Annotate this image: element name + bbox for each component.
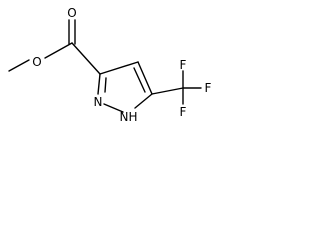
fluorine-right-label: F — [205, 81, 212, 95]
bond-c5-c4 — [137, 61, 153, 95]
bond-c5-c4-inner — [133, 67, 146, 93]
ring-nitrogen-label: N — [94, 95, 103, 109]
bond-carbonyl-ring — [71, 42, 101, 75]
nh-hydrogen-label: H — [128, 110, 137, 124]
bond-methyl-ester-oxygen — [8, 59, 30, 72]
bond-n1-c5 — [134, 93, 153, 109]
bond-c3-n2 — [97, 73, 101, 95]
bond-ester-oxygen-carbonyl-carbon — [44, 42, 73, 59]
atom-labels: O O N N H F F F — [32, 6, 211, 124]
chemical-structure-diagram: O O N N H F F F — [8, 6, 212, 124]
bond-n2-n1 — [103, 103, 124, 113]
fluorine-bottom-label: F — [180, 105, 187, 119]
ester-oxygen-label: O — [32, 55, 41, 69]
bond-c5-cf3 — [151, 87, 184, 95]
bonds — [8, 19, 202, 113]
bond-c4-c3 — [99, 61, 139, 75]
carbonyl-oxygen-label: O — [67, 6, 76, 20]
nh-nitrogen-label: N — [120, 110, 129, 124]
bond-c3-n2-inner — [104, 77, 107, 93]
fluorine-top-label: F — [180, 58, 187, 72]
